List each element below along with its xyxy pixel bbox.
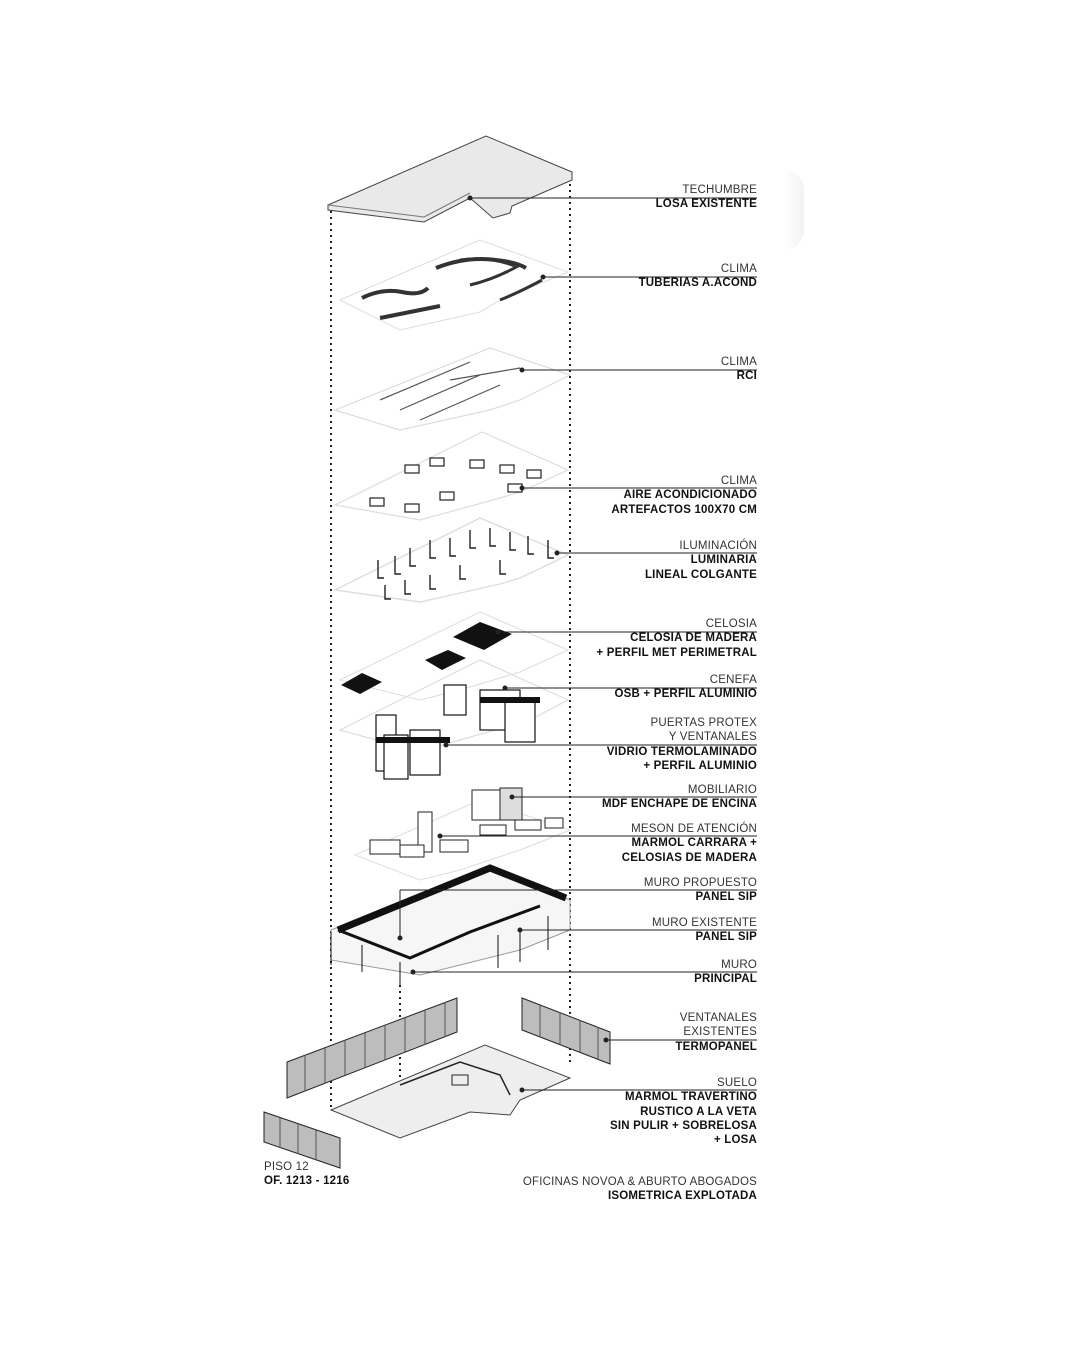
label-muro-propuesto: MURO PROPUESTO PANEL SIP [643,877,757,904]
label-clima-aire: CLIMA AIRE ACONDICIONADO ARTEFACTOS 100X… [611,475,757,516]
projection-lines [330,172,571,1140]
lighting-layer [332,517,570,603]
office-number: OF. 1213 - 1216 [264,1175,350,1188]
partitions-glazing-layer [338,659,570,780]
floor-layer [329,1044,572,1139]
leader-lines [397,195,757,1093]
existing-windows-layer [263,997,611,1169]
roof-slab [327,135,573,223]
label-ventanales: VENTANALES EXISTENTES TERMOPANEL [675,1012,757,1053]
label-meson: MESON DE ATENCIÓN MARMOL CARRARA + CELOS… [621,823,757,864]
label-clima-tuberias: CLIMA TUBERIAS A.ACOND [638,263,757,290]
project-info: OFICINAS NOVOA & ABURTO ABOGADOS ISOMETR… [523,1175,757,1204]
air-conditioning-layer [333,431,570,521]
wood-lattice-layer [338,611,570,701]
label-puertas: PUERTAS PROTEX Y VENTANALES VIDRIO TERMO… [606,717,757,772]
label-suelo: SUELO MARMOL TRAVERTINO RUSTICO A LA VET… [609,1077,757,1147]
label-iluminacion: ILUMINACIÓN LUMINARIA LINEAL COLGANTE [644,540,757,581]
floor-number: PISO 12 [264,1161,309,1173]
floor-info: PISO 12 OF. 1213 - 1216 [264,1160,349,1189]
label-techumbre: TECHUMBRE LOSA EXISTENTE [655,184,757,211]
hvac-piping-layer [338,239,570,331]
fire-sprinkler-layer [333,347,572,431]
project-name: OFICINAS NOVOA & ABURTO ABOGADOS [522,1176,757,1188]
label-muro-existente: MURO EXISTENTE PANEL SIP [651,917,757,944]
furniture-layer [353,787,572,881]
walls-layer [330,864,571,985]
page-edge-shadow [784,170,804,250]
label-celosia: CELOSIA CELOSIA DE MADERA + PERFIL MET P… [596,618,757,659]
label-cenefa: CENEFA OSB + PERFIL ALUMINIO [614,674,757,701]
label-clima-rci: CLIMA RCI [720,356,757,383]
label-muro-principal: MURO PRINCIPAL [694,959,757,986]
drawing-title: ISOMETRICA EXPLOTADA [607,1190,757,1203]
label-mobiliario: MOBILIARIO MDF ENCHAPE DE ENCINA [602,784,757,811]
